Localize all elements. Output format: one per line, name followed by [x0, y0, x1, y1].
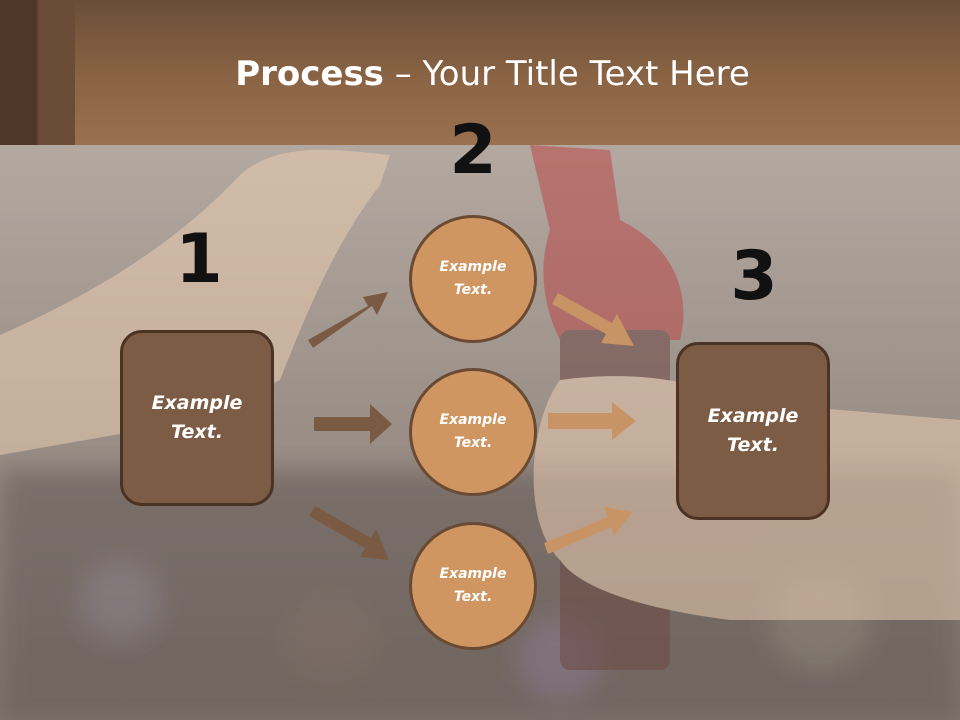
slide-title[interactable]: Process – Your Title Text Here: [0, 52, 960, 96]
circle-middle[interactable]: Example Text.: [409, 368, 537, 496]
circle-bottom[interactable]: Example Text.: [409, 522, 537, 650]
step-number-1[interactable]: 1: [175, 220, 223, 299]
title-rest: – Your Title Text Here: [383, 54, 750, 94]
circle-top[interactable]: Example Text.: [409, 215, 537, 343]
arrow-left-to-middle: [314, 404, 392, 444]
header-accent-block: [0, 0, 75, 145]
arrow-top-to-right: [552, 293, 634, 346]
left-step-box[interactable]: Example Text.: [120, 330, 274, 506]
step-number-2[interactable]: 2: [449, 111, 497, 190]
title-bold: Process: [235, 54, 384, 94]
right-step-box[interactable]: Example Text.: [676, 342, 830, 520]
circle-top-text: Example Text.: [439, 259, 507, 298]
step-number-3[interactable]: 3: [730, 237, 778, 316]
arrow-middle-to-right: [548, 402, 636, 440]
circle-middle-text: Example Text.: [439, 412, 507, 451]
title-bar: [0, 0, 960, 145]
arrow-left-to-bottom: [309, 506, 389, 560]
circle-bottom-text: Example Text.: [439, 566, 507, 605]
right-step-box-text: Example Text.: [707, 405, 799, 456]
left-step-box-text: Example Text.: [151, 392, 243, 443]
arrow-bottom-to-right: [544, 507, 632, 554]
arrow-left-to-top: [308, 292, 388, 348]
